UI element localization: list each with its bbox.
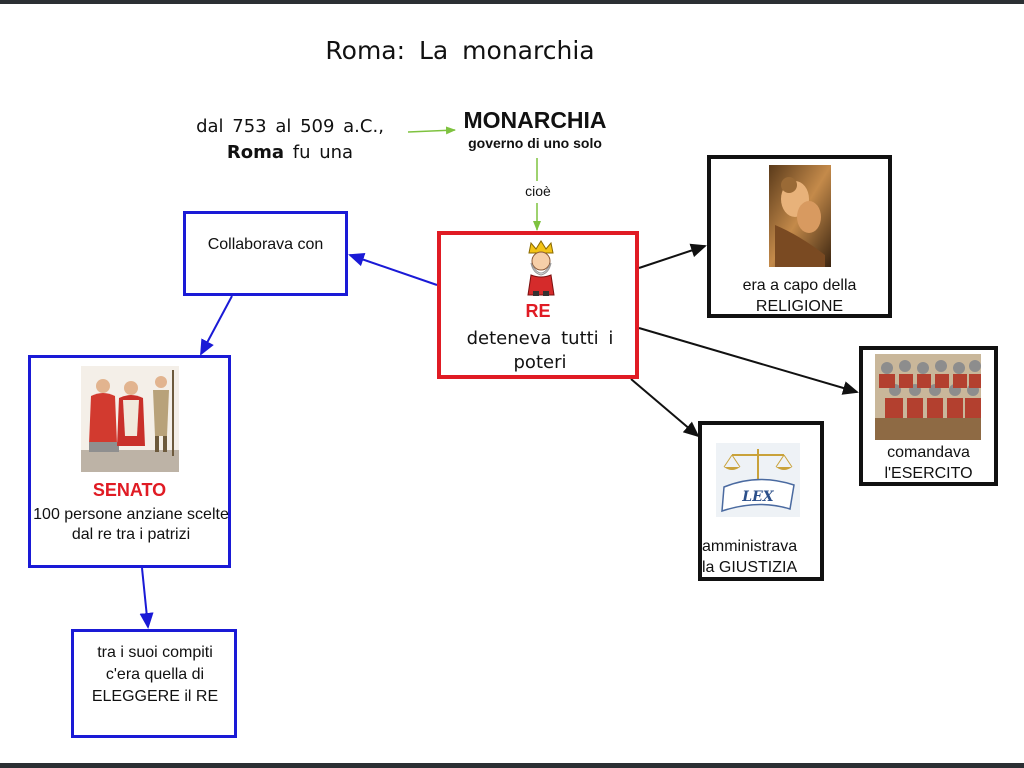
religious-painting [769, 165, 831, 267]
arrow-senato-to-eleggere [139, 567, 154, 629]
monarchia-title: MONARCHIA [463, 107, 607, 133]
esercito-box: comandava l'ESERCITO [859, 346, 998, 486]
giustizia-line-1: amministrava [702, 538, 798, 555]
king-icon [527, 240, 555, 296]
re-label: RE [525, 301, 551, 321]
senato-label: SENATO [92, 480, 167, 500]
arrow-intro-to-monarchia [407, 126, 456, 135]
arrow-re-to-collaborava [348, 252, 438, 286]
senators-illustration [81, 366, 179, 472]
esercito-line-1: comandava [887, 444, 970, 461]
collaborava-text: Collaborava con [207, 236, 324, 253]
arrow-collaborava-to-senato [200, 295, 233, 356]
intro-line-1: dal 753 al 509 a.C., [196, 116, 384, 137]
intro-line-2: Roma fu una [170, 140, 410, 166]
eleggere-box: tra i suoi compiti c'era quella di ELEGG… [71, 629, 237, 738]
eleggere-text: tra i suoi compiti c'era quella di ELEGG… [91, 644, 219, 705]
re-box: RE deteneva tutti i poteri [437, 231, 639, 379]
intro-roma: Roma [226, 142, 285, 163]
esercito-text: comandava l'ESERCITO [863, 442, 994, 484]
arrow-re-to-giustizia [630, 378, 700, 438]
monarchia-subtitle: governo di uno solo [468, 135, 602, 151]
page-title: Roma: La monarchia [325, 36, 595, 65]
giustizia-line-2: la GIUSTIZIA [702, 559, 798, 576]
senato-description: 100 persone anziane scelte dal re tra i … [33, 506, 229, 543]
collaborava-box: Collaborava con [183, 211, 348, 296]
religione-line-2: RELIGIONE [755, 298, 844, 315]
arrow-re-to-religione [638, 243, 707, 269]
intro-text: dal 753 al 509 a.C., Roma fu una [170, 114, 410, 166]
giustizia-box: LEX amministrava la GIUSTIZIA [698, 421, 824, 581]
esercito-line-2: l'ESERCITO [884, 465, 973, 482]
top-frame [0, 0, 1024, 4]
monarchia-node: MONARCHIA governo di uno solo [440, 106, 630, 152]
re-description: deteneva tutti i poteri [466, 328, 614, 373]
arrow-re-to-esercito [638, 327, 859, 395]
religione-text: era a capo della RELIGIONE [711, 275, 888, 317]
intro-rest: fu una [284, 142, 354, 163]
senato-box: SENATO 100 persone anziane scelte dal re… [28, 355, 231, 568]
roman-soldiers-image [875, 354, 981, 440]
giustizia-text: amministrava la GIUSTIZIA [702, 536, 820, 578]
bottom-frame [0, 763, 1024, 768]
religione-line-1: era a capo della [742, 277, 857, 294]
svg-text:LEX: LEX [741, 489, 775, 505]
religione-box: era a capo della RELIGIONE [707, 155, 892, 318]
cioe-label: cioè [525, 183, 551, 199]
lex-scales-icon: LEX [716, 443, 800, 517]
